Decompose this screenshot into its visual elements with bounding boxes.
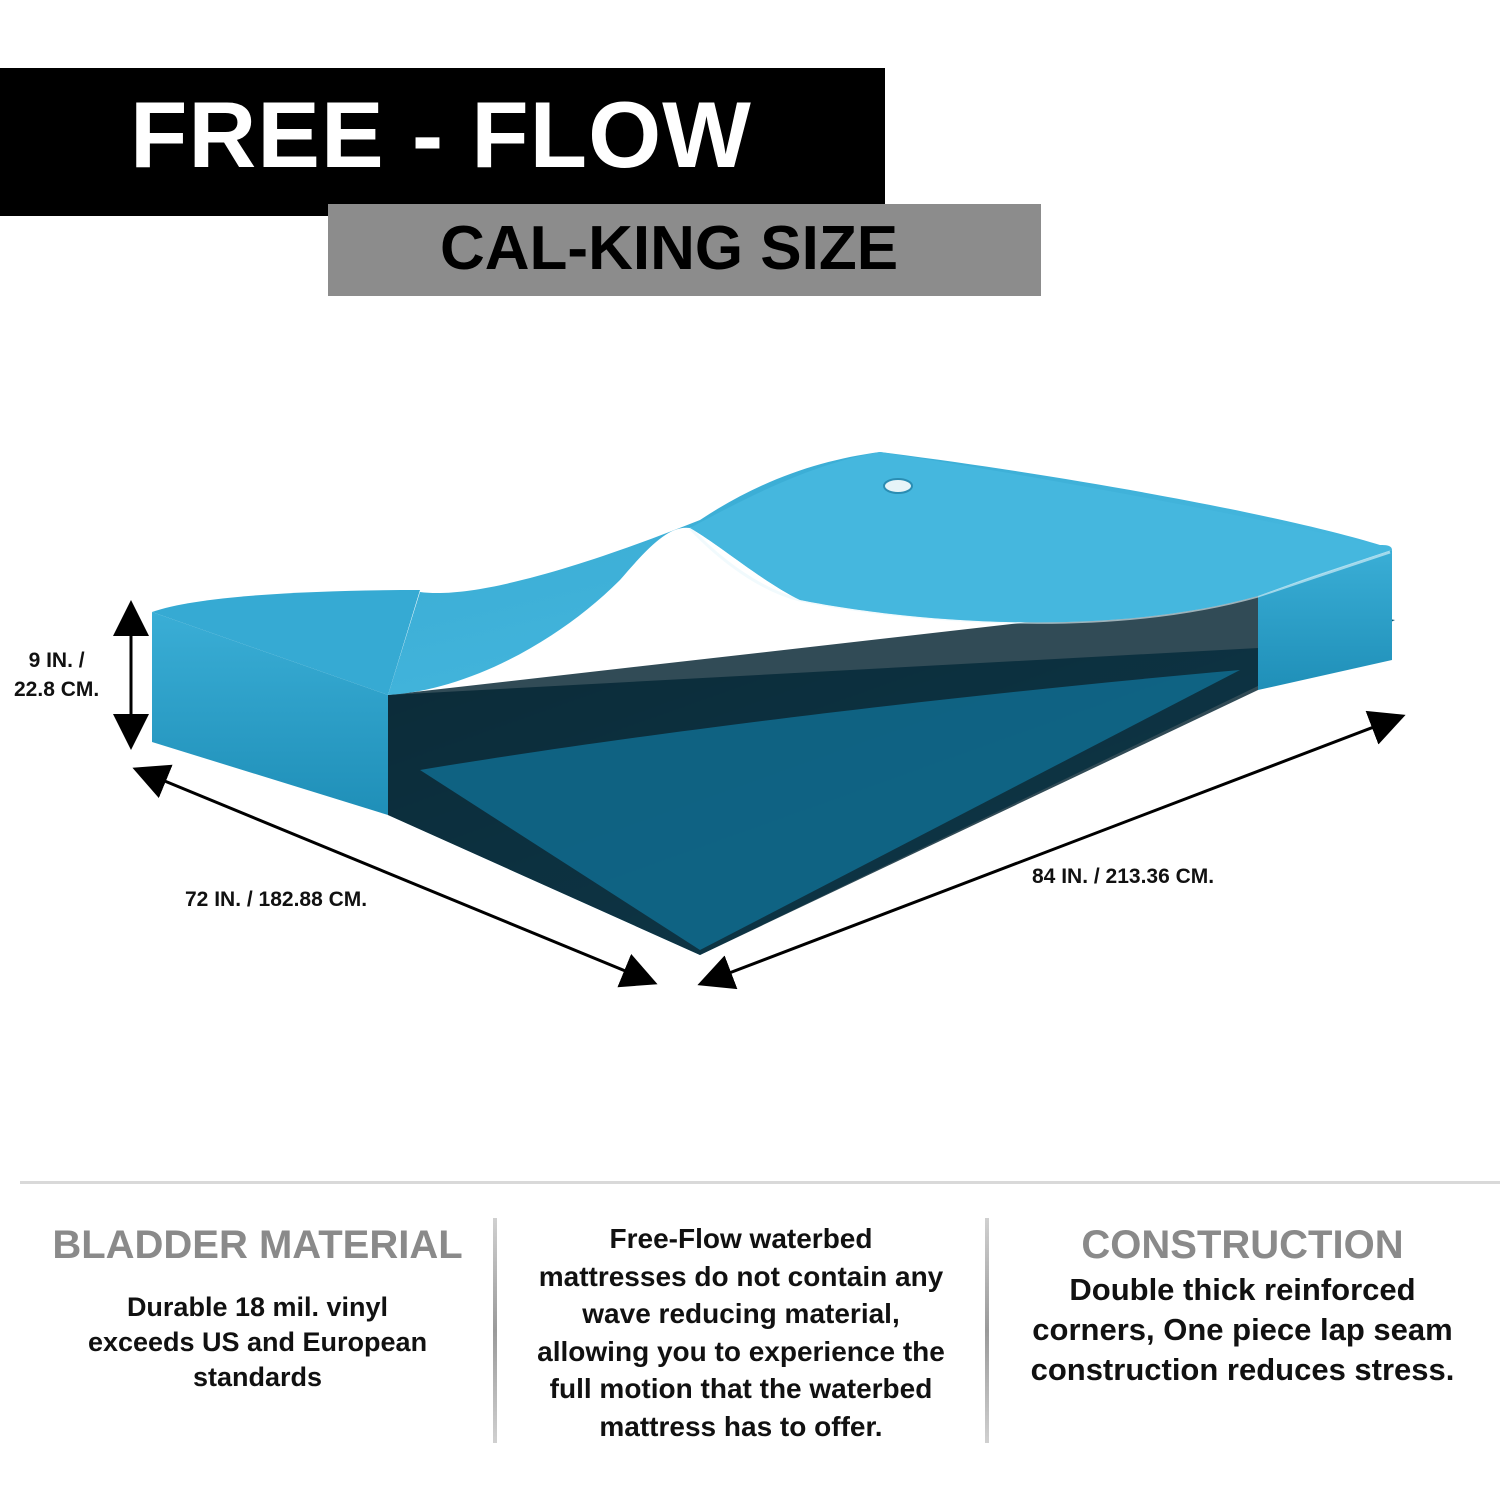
construction-column: CONSTRUCTION Double thick reinforced cor… <box>995 1222 1490 1390</box>
product-size: CAL-KING SIZE <box>440 214 899 283</box>
bladder-material-column: BLADDER MATERIAL Durable 18 mil. vinyl e… <box>20 1222 495 1395</box>
title-banner <box>0 68 885 216</box>
section-divider <box>20 1181 1500 1184</box>
mattress-left-top <box>152 590 420 695</box>
column-divider-2 <box>985 1218 989 1443</box>
column-divider-1 <box>493 1218 497 1443</box>
mattress-left-side <box>152 612 388 815</box>
free-flow-description-text: Free-Flow waterbed mattresses do not con… <box>537 1223 945 1442</box>
product-title: FREE - FLOW <box>130 82 752 187</box>
mattress-illustration <box>113 452 1406 990</box>
bladder-material-heading: BLADDER MATERIAL <box>52 1223 463 1267</box>
subtitle-banner <box>328 204 1041 296</box>
height-dimension-label: 9 IN. / 22.8 CM. <box>14 649 100 702</box>
fill-valve-icon <box>883 478 913 494</box>
width-arrow <box>132 764 658 988</box>
mattress-top-back <box>690 452 1390 623</box>
bladder-material-text: Durable 18 mil. vinyl exceeds US and Eur… <box>87 1292 428 1392</box>
width-dimension-label: 72 IN. / 182.88 CM. <box>185 888 368 911</box>
construction-heading: CONSTRUCTION <box>1081 1223 1404 1267</box>
free-flow-description-column: Free-Flow waterbed mattresses do not con… <box>500 1220 982 1445</box>
length-arrow <box>697 710 1406 990</box>
construction-text: Double thick reinforced corners, One pie… <box>1030 1272 1455 1387</box>
length-dimension-label: 84 IN. / 213.36 CM. <box>1032 865 1215 888</box>
